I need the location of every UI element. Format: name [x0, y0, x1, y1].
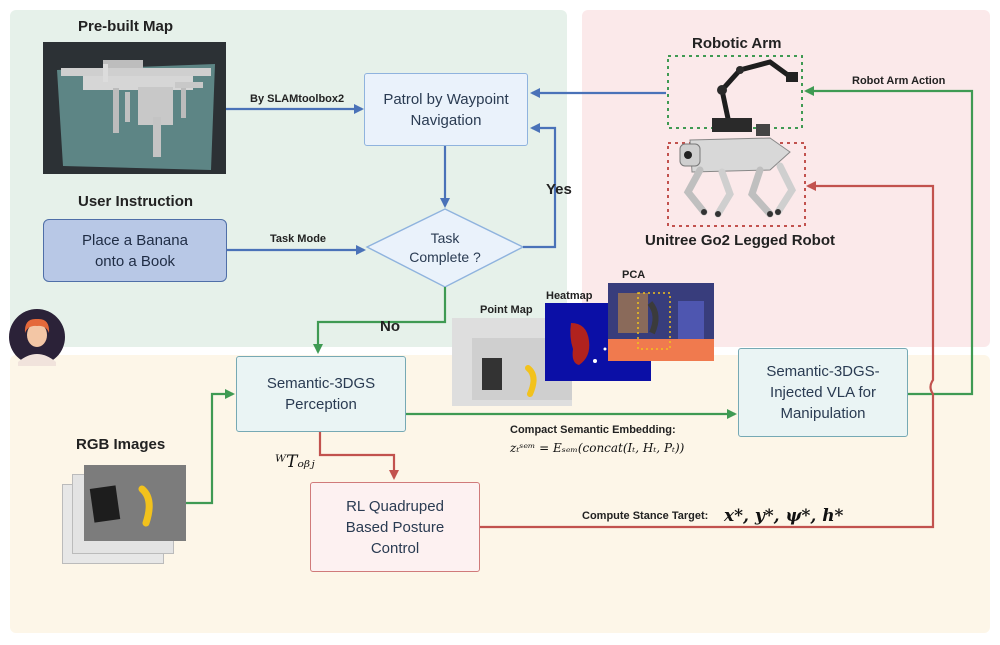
robotic-arm-title: Robotic Arm [692, 35, 782, 52]
rgb-image-front [84, 465, 186, 541]
perception-node: Semantic-3DGS Perception [236, 356, 406, 432]
point-map-title: Point Map [480, 304, 533, 316]
arrow-rl-to-robot [480, 181, 935, 529]
robot-arm-action-label: Robot Arm Action [852, 75, 946, 87]
prebuilt-map-image [43, 42, 226, 174]
vla-node: Semantic-3DGS-Injected VLA for Manipulat… [738, 348, 908, 437]
pca-image [608, 283, 714, 361]
heatmap-title: Heatmap [546, 290, 593, 302]
arrow-rgb-to-perception [186, 389, 235, 505]
pca-title: PCA [622, 269, 646, 281]
prebuilt-map-title: Pre-built Map [78, 18, 174, 35]
rl-node: RL Quadruped Based Posture Control [310, 482, 480, 572]
yes-label: Yes [546, 181, 572, 198]
user-avatar-icon [8, 308, 66, 366]
patrol-node: Patrol by Waypoint Navigation [364, 73, 528, 146]
arrow-vla-to-arm [804, 86, 974, 396]
instruction-speech-bubble: Place a Banana onto a Book [43, 219, 227, 282]
arrow-no-to-perception [313, 287, 447, 354]
arrow-yes-loop [523, 123, 557, 249]
rgb-images-title: RGB Images [76, 436, 166, 453]
no-label: No [380, 318, 400, 335]
task-mode-label: Task Mode [270, 233, 327, 245]
point-map-image [452, 318, 572, 406]
robot-arm-icon [712, 59, 798, 136]
transform-label: ᵂTₒᵦⱼ [275, 452, 315, 472]
arrow-perception-to-rl [318, 432, 399, 480]
embedding-formula: zₜˢᵉᵐ = Eₛₑₘ(concat(Iₜ, Hₜ, Pₜ)) [510, 441, 685, 455]
stance-target-label: Compute Stance Target: [582, 510, 709, 522]
user-instruction-title: User Instruction [78, 193, 194, 210]
task-complete-label: Task Complete ? [409, 230, 481, 265]
stance-variables: x*, y*, ψ*, h* [724, 506, 844, 526]
legged-robot-title: Unitree Go2 Legged Robot [645, 232, 836, 249]
compact-embedding-label: Compact Semantic Embedding: [510, 424, 676, 436]
slam-label: By SLAMtoolbox2 [250, 93, 345, 105]
